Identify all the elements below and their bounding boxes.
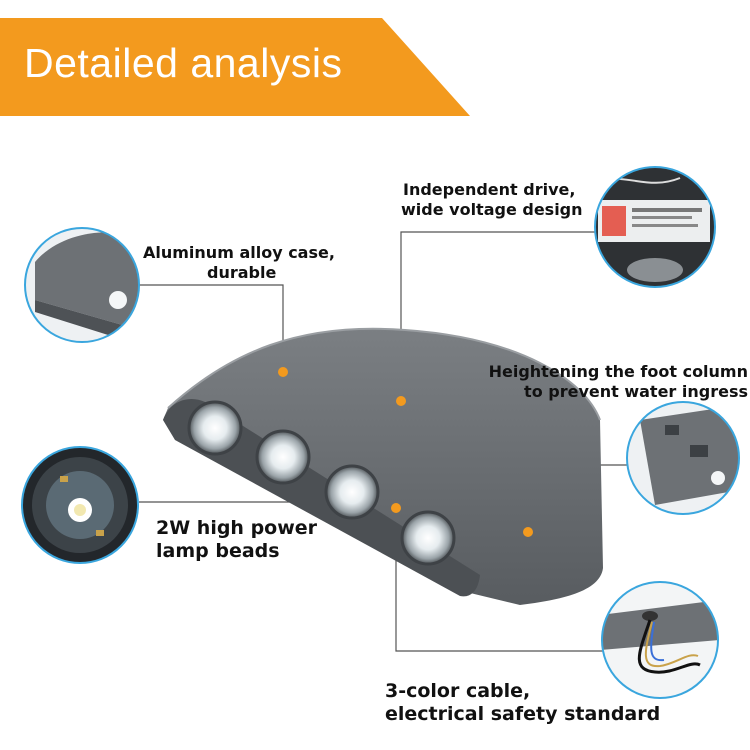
callout-foot-line-1: Heightening the foot column bbox=[488, 362, 748, 381]
callout-beads-line-2: lamp beads bbox=[156, 540, 280, 562]
banner-title: Detailed analysis bbox=[24, 40, 343, 86]
callout-drive-line-2: wide voltage design bbox=[401, 200, 583, 219]
lamp-body bbox=[163, 328, 603, 605]
lamp-bead-closeup-icon bbox=[21, 446, 139, 564]
driver-closeup-icon bbox=[594, 166, 716, 288]
callout-case-line-1: Aluminum alloy case, bbox=[143, 243, 335, 262]
foot-column-closeup-icon bbox=[626, 401, 740, 515]
callout-drive: Independent drive, wide voltage design bbox=[401, 180, 583, 220]
callout-beads-line-1: 2W high power bbox=[156, 517, 318, 539]
led-bead-2 bbox=[255, 429, 311, 485]
callout-cable: 3-color cable, electrical safety standar… bbox=[385, 680, 660, 726]
lamp-edge-highlight bbox=[167, 327, 601, 421]
callout-cable-line-1: 3-color cable, bbox=[385, 680, 531, 702]
callout-cable-line-2: electrical safety standard bbox=[385, 703, 661, 725]
callout-markers bbox=[278, 367, 533, 537]
case-closeup-icon bbox=[24, 227, 140, 343]
title-banner bbox=[0, 18, 470, 116]
lamp-front-face bbox=[163, 399, 480, 597]
led-bead-1 bbox=[187, 400, 243, 456]
callout-beads: 2W high power lamp beads bbox=[156, 517, 317, 563]
callout-foot: Heightening the foot column to prevent w… bbox=[468, 362, 748, 402]
callout-case-line-2: durable bbox=[207, 263, 277, 282]
wall-lamp bbox=[163, 327, 603, 605]
banner-shape bbox=[0, 18, 470, 116]
led-bead-4 bbox=[400, 510, 456, 566]
callout-drive-line-1: Independent drive, bbox=[403, 180, 576, 199]
callout-foot-line-2: to prevent water ingress bbox=[524, 382, 748, 401]
cable-closeup-icon bbox=[601, 581, 719, 699]
led-bead-3 bbox=[324, 464, 380, 520]
callout-case: Aluminum alloy case, durable bbox=[143, 243, 335, 283]
